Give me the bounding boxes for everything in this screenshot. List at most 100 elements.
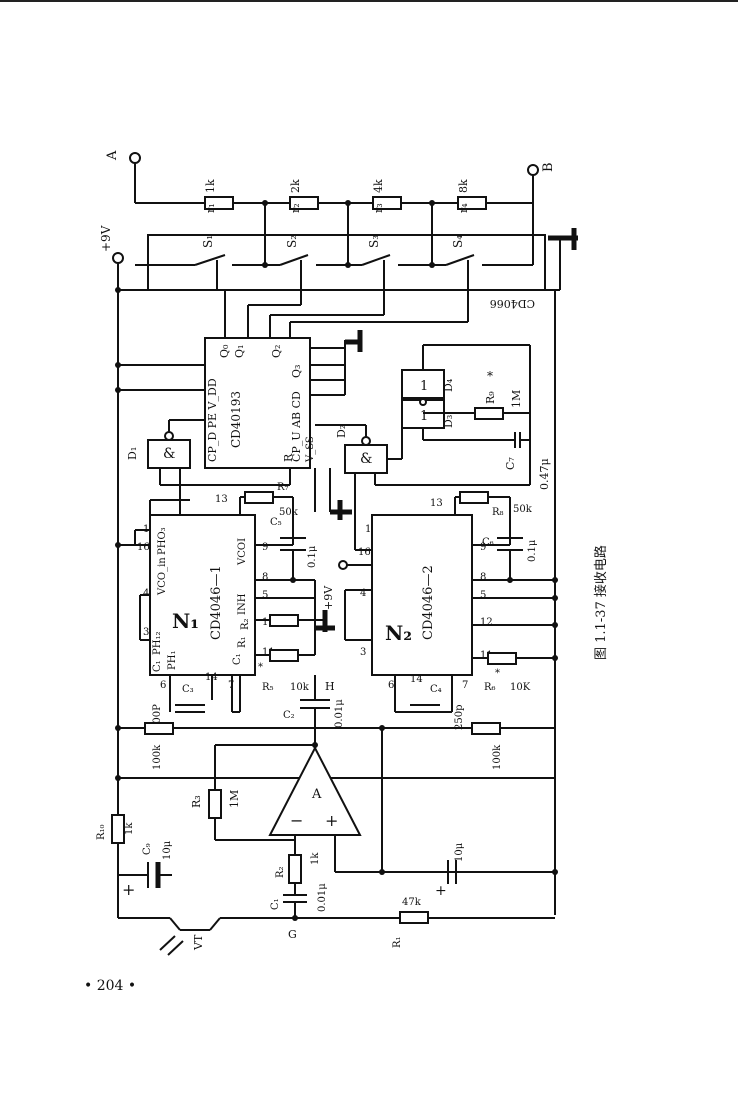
r7-value: 50k: [279, 507, 299, 518]
r3-value: 4k: [372, 179, 385, 193]
r6-mark: *: [495, 668, 500, 679]
resistor-ladder: A B r₁ 1k r₂ 2k r₃ 4k r₄ 8k: [105, 150, 578, 322]
gate-d3-symbol: 1: [420, 409, 428, 424]
counter-q1: Q₁: [233, 345, 246, 358]
terminal-b: [527, 164, 539, 176]
node-g-label: G: [288, 928, 297, 941]
r10-value: 1k: [124, 822, 135, 835]
pll1-pin-16: 16: [137, 542, 150, 553]
r2-value: 2k: [289, 179, 302, 193]
gate-d4-ref: D₄: [442, 378, 455, 392]
counter-q2: Q₂: [270, 345, 283, 358]
pll1-pin-9: 9: [262, 542, 268, 553]
pll2-pin-11: 11: [480, 650, 493, 661]
node-b-label: B: [541, 162, 556, 172]
figure-caption: 图 1.1-37 接收电路: [593, 545, 609, 660]
pll1-pin-6: 6: [160, 680, 166, 691]
r1-ref: R₁: [392, 936, 403, 948]
pll1-pin-inh: INH: [237, 593, 248, 615]
counter-pins-mid: CP_U AB CD: [290, 391, 303, 462]
oscillator-d3-d4: 1 D₄ 1 D₃ * R₉ 1M C₇ 0.47μ: [387, 344, 551, 490]
page-number: • 204 •: [84, 978, 137, 994]
r4-value: 8k: [457, 179, 470, 193]
resistor-r2: [289, 196, 319, 210]
c5-value: 0.1μ: [307, 545, 318, 568]
opamp-a: 100k 100k A − + R₃ 1M: [144, 722, 558, 948]
r9-mark: *: [487, 369, 493, 383]
switch-s2-label: S₂: [285, 235, 299, 248]
terminal-supply: [112, 252, 124, 264]
pll1-pin-5: 5: [262, 590, 268, 601]
coupling-c2: H C₂ 0.01μ: [283, 675, 345, 748]
c1-value: 0.01μ: [317, 883, 328, 912]
pll2-pin-14: 14: [410, 674, 423, 685]
c5-ref: C₅: [270, 517, 282, 528]
r9-ref: R₉: [484, 391, 497, 404]
pll2-pin-7: 7: [462, 680, 468, 691]
r5-mark: *: [258, 662, 263, 673]
c4-value: 250p: [454, 705, 465, 731]
counter-vss: V_SS: [305, 436, 316, 463]
r2-ref: R₂: [275, 866, 286, 878]
r9-value: 1M: [510, 390, 523, 408]
cd4066-label: CD4066: [490, 297, 535, 310]
c6-ref: C₆: [482, 537, 494, 548]
supply-rail: +9V: [99, 225, 555, 840]
pll2-pin-3: 3: [360, 647, 366, 658]
pll-cd4046-2: CD4046—2 N₂ 1 16 4 3 6 14 7 13 9 8 5 12 …: [322, 290, 558, 915]
gate-d4-symbol: 1: [420, 379, 428, 394]
pll2-pin-4: 4: [360, 588, 366, 599]
pll2-pin-1: 1: [365, 524, 371, 535]
gate-d3-ref: D₃: [442, 415, 455, 428]
resistor-r3: [372, 196, 402, 210]
counter-q0: Q₀: [218, 344, 231, 358]
c9-ref: C₉: [142, 843, 153, 855]
r3-value: 1M: [228, 790, 241, 808]
r5-ref: R₅: [262, 682, 274, 693]
switch-s4-label: S₄: [451, 235, 465, 248]
switch-s3-label: S₃: [367, 235, 381, 248]
pll2-pin-12: 12: [480, 617, 493, 628]
amp-minus: −: [290, 811, 303, 830]
r7-ref: R₇: [277, 482, 289, 493]
r1-value: 1k: [204, 179, 217, 193]
r8-ref: R₈: [492, 507, 504, 518]
r5-value: 10k: [290, 682, 310, 693]
rr-value: 100k: [492, 744, 503, 770]
c1-ref: C₁: [270, 898, 281, 910]
amp-plus: +: [325, 811, 338, 830]
pll1-pin-c1a: C₁: [152, 660, 163, 672]
plus-9v-label: +9V: [322, 585, 335, 610]
c2-value: 0.01μ: [334, 699, 345, 728]
terminal-plus-9v: [338, 560, 348, 570]
terminal-a: [129, 152, 141, 164]
r6-value: 10K: [510, 682, 531, 693]
c10-value: 10μ: [454, 842, 465, 862]
c3-value: 500P: [152, 704, 163, 730]
c2-ref: C₂: [283, 710, 295, 721]
resistor-r4: [457, 196, 487, 210]
resistor-r6: [487, 652, 517, 665]
vt-label: VT: [192, 934, 205, 951]
pll1-name: CD4046—1: [209, 565, 224, 640]
gate-d2-ref: D₂: [335, 425, 348, 438]
phototransistor-input: R₁₀ 1k + C₉ 10μ VT: [96, 814, 295, 956]
pll1-pin-3: 3: [143, 627, 149, 638]
supply-label: +9V: [99, 225, 113, 252]
c10-plus: +: [435, 883, 447, 899]
gate-d2: & D₂: [315, 424, 530, 510]
c9-plus: +: [122, 880, 135, 899]
pll2-pin-6: 6: [388, 680, 394, 691]
counter-r: R: [282, 453, 295, 462]
pll1-pin-1: 1: [143, 524, 149, 535]
counter-q3: Q₃: [290, 365, 303, 378]
resistor-r3: [208, 789, 222, 819]
pll2-pin-5: 5: [480, 590, 486, 601]
resistor-r7: [244, 491, 274, 504]
r1-value: 47k: [402, 897, 422, 908]
top-rule: [0, 0, 738, 2]
pll-cd4046-1: CD4046—1 N₁ PH₁₂ VCO_in PHO₃ PH₁ C₁ C₁ V…: [135, 482, 335, 730]
pll1-pin-ph1: PH₁: [167, 651, 178, 670]
